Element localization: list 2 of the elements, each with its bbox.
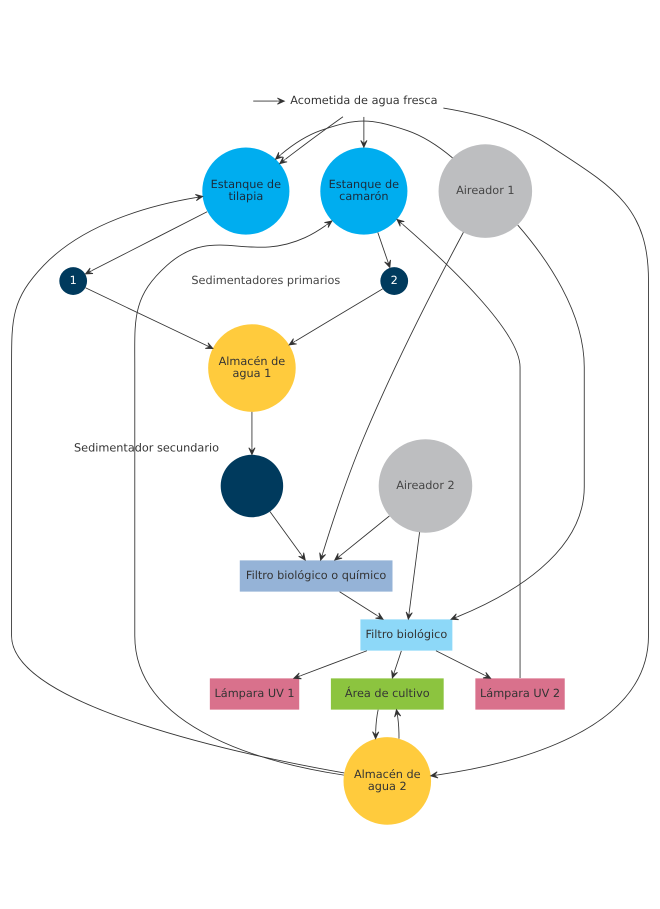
label: Sedimentadores primarios <box>191 274 340 287</box>
node-text: Acometida de agua fresca <box>290 94 438 107</box>
